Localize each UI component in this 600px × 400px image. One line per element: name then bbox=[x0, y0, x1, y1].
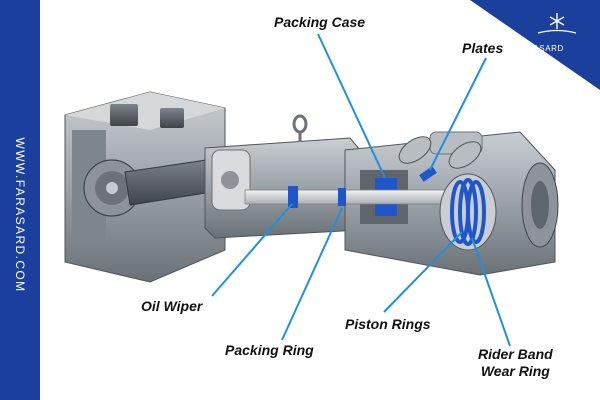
label-rider-band-line2: Wear Ring bbox=[480, 363, 550, 379]
label-rider-band: Rider Band Wear Ring bbox=[478, 346, 553, 380]
label-packing-ring: Packing Ring bbox=[225, 342, 314, 358]
label-plates: Plates bbox=[462, 40, 504, 56]
label-rider-band-line1: Rider Band bbox=[478, 346, 553, 362]
leader-packing-ring bbox=[281, 207, 343, 341]
logo-corner bbox=[470, 0, 600, 90]
snowflake-icon bbox=[549, 13, 565, 29]
label-packing-case: Packing Case bbox=[274, 14, 366, 30]
label-oil-wiper: Oil Wiper bbox=[141, 298, 203, 314]
leader-oil-wiper bbox=[211, 203, 293, 297]
distance-piece bbox=[204, 137, 361, 239]
brand-name: FARASARD bbox=[516, 44, 564, 53]
label-piston-rings: Piston Rings bbox=[345, 316, 431, 332]
piston-rod bbox=[244, 189, 456, 205]
leader-rider-band bbox=[471, 237, 511, 347]
lifting-eye bbox=[292, 114, 308, 142]
packing-ring-seal bbox=[338, 188, 346, 206]
piston bbox=[439, 173, 497, 251]
leader-packing-case bbox=[317, 33, 386, 179]
leader-piston-rings bbox=[383, 231, 463, 313]
brand-sidebar: WWW.FARASARD.COM bbox=[0, 0, 40, 400]
leader-plates bbox=[429, 57, 487, 171]
oil-wiper-seal bbox=[288, 186, 298, 208]
valve-plates bbox=[398, 136, 482, 182]
leader-lines bbox=[211, 33, 511, 347]
